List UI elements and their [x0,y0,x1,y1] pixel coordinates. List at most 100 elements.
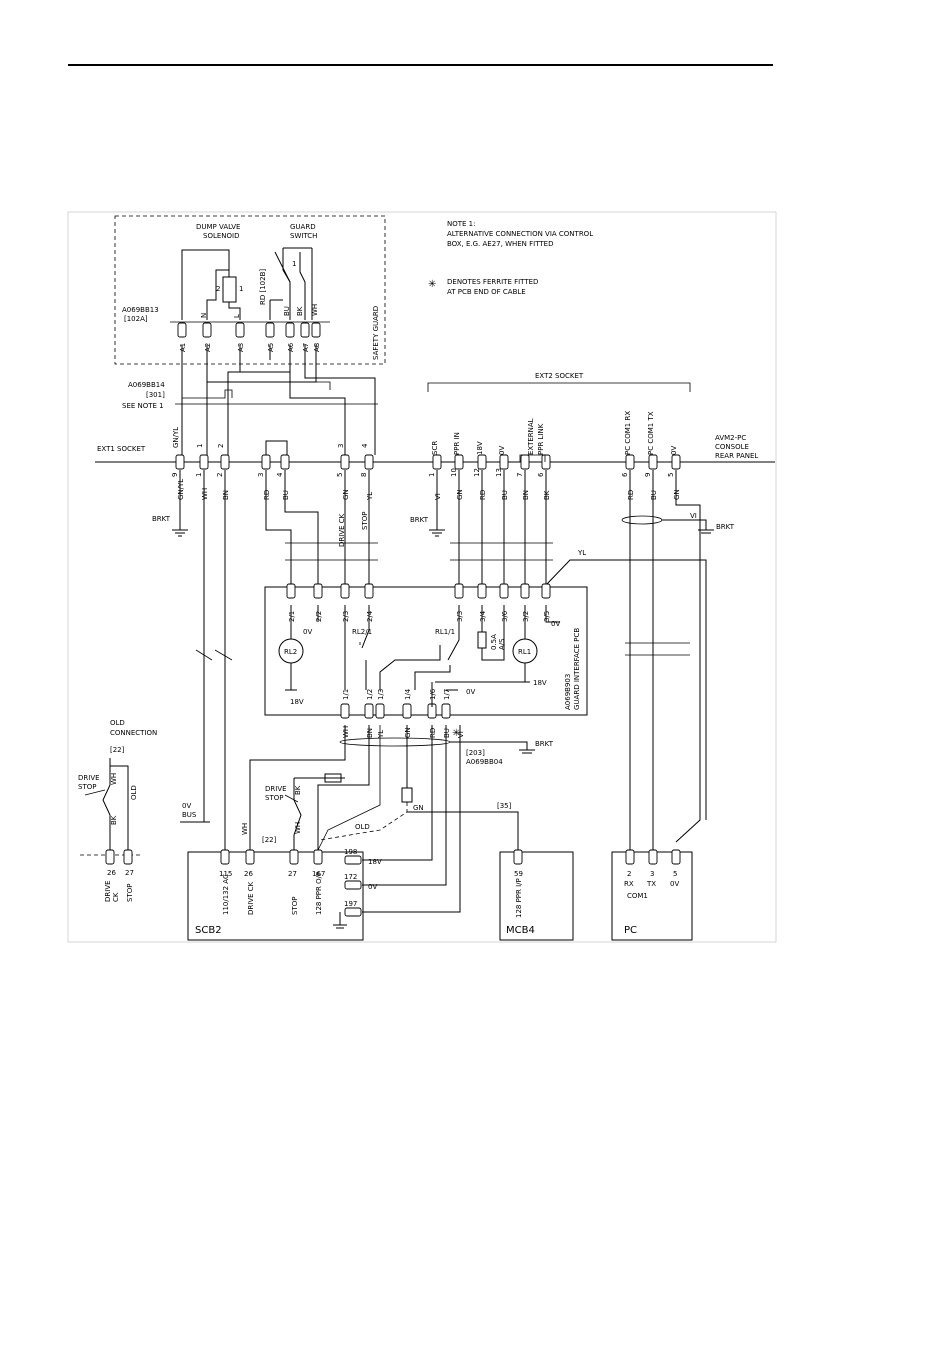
drive-ck-label: DRIVE CK [338,513,346,547]
guard-pin-label: A2 [204,343,212,352]
dump-valve-label: DUMP VALVE [196,223,240,231]
pcb-pin-label: 1/3 [377,689,385,700]
old-pin-27 [123,849,133,865]
pc-pin-label: 0V [670,880,679,888]
old-pin-drive: DRIVE [104,880,112,902]
guard-pin-a7 [300,322,310,338]
ext2-pin-number: 7 [516,473,524,477]
ext1-brkt-label: BRKT [152,515,171,523]
solenoid-pin-1: 1 [239,285,243,293]
old-pin-ck: CK [112,892,120,902]
guard-pin-a5 [265,322,275,338]
ext2-top-label: PC COM1 RX [624,411,632,455]
pcb-wire-label: WH [342,726,350,738]
ext1-pin-2 [220,454,230,470]
scb2-pin-167 [313,849,323,865]
ext2-wire-label: BK [543,490,551,500]
guard-pin-label: A5 [267,343,275,352]
guard-pin-a8 [311,322,321,338]
ext2-pin-number: 13 [495,468,503,477]
fuse [477,631,487,649]
pcb-name: A069B903 [564,674,572,710]
ext2-wire-label: GN [456,489,464,500]
ext2-pin-number: 1 [428,473,436,477]
ext1-pin-9 [175,454,185,470]
old-stop-label: STOP [78,783,96,791]
old-pin-number: 26 [107,869,116,877]
ext1-top-label: 1 [196,444,204,448]
mcb4-pin-59 [513,849,523,865]
scb2-pin-27 [289,849,299,865]
scb2-pin-label: STOP [291,897,299,915]
avm-label: AVM2-PC [715,434,746,442]
ext2-wire-label: VI [434,493,442,500]
cable-ref: [203] [466,749,485,757]
rl1-contact-label: RL1/1 [435,628,455,636]
guard-interface-pcb [264,586,588,716]
scb2-pin-number: 27 [288,870,297,878]
scb2-drive-label: DRIVE [265,785,287,793]
rl1-label: RL1 [518,648,531,656]
pcb-0v-bottom: 0V [466,688,475,696]
pcb-pin-label: 2/4 [366,610,374,622]
ext2-pin-number: 10 [450,468,458,477]
scb2-name: SCB2 [195,925,222,936]
guard-pin-label: A8 [313,343,321,352]
ext2-pin-number: 12 [473,468,481,477]
ferrite-cable [339,737,451,747]
mcb4-ref: [35] [497,802,512,810]
ext2-pin-1 [432,454,442,470]
ferrite-marker-icon: ✳ [452,728,460,739]
pcb-pin-label: 2/1 [288,611,296,622]
pc-pin-number: 2 [627,870,631,878]
pcb-pin-2-2 [313,583,323,599]
rd-ref-label: RD [102B] [259,269,267,305]
pcb-pin-3-6 [499,583,509,599]
pcb-wire-label: BU [443,728,451,738]
old-bk-label: BK [110,815,118,825]
scb2-side-pin-number: 198 [344,848,357,856]
ext2-top-label: PPR IN [453,432,461,455]
ext2-pin-9 [648,454,658,470]
ext1-part-ref: [301] [146,391,165,399]
old-wh-label: WH [110,773,118,785]
gn-wire-label: GN [413,804,424,812]
guard-pin-a2 [202,322,212,338]
pc-pin-5 [671,849,681,865]
ext1-wire-label: BU [282,490,290,500]
ext1-wire-label: YL [366,492,374,501]
pc-pin-label: TX [646,880,656,888]
pcb-wire-label: VI [457,731,465,738]
pcb-pin-label: 2/2 [315,611,323,622]
solenoid-coil [222,276,237,303]
old-connection-title: OLD [110,719,125,727]
ext2-pin-number: 6 [621,472,629,477]
svg-text:NOTE 1:: NOTE 1: [447,220,475,228]
svg-text:DENOTES FERRITE FITTED: DENOTES FERRITE FITTED [447,278,538,286]
ext2-pin-number: 9 [644,473,652,477]
ext2-brkt-label: BRKT [410,516,429,524]
ext2-top-label: 0V [670,446,678,455]
mcb4-pin-number: 59 [514,870,523,878]
guard-pin-label: A6 [287,342,295,352]
guard-switch-label-2: SWITCH [290,232,317,240]
pcb-brkt-label: BRKT [535,740,554,748]
ext1-pin-1 [199,454,209,470]
ext2-pin-10 [454,454,464,470]
old-ref: [22] [110,746,125,754]
pcb-pin-1-7 [441,703,451,719]
pc-com-label: COM1 [627,892,648,900]
rl1-18v: 18V [533,679,547,687]
page-header-rule [68,64,773,66]
ext1-pin-number: 2 [216,473,224,477]
pcb-pin-1-1 [340,703,350,719]
ext2-bracket [427,382,691,392]
wire-bk-label: BK [296,306,304,316]
rl2-label: RL2 [284,648,297,656]
ext1-pin-5 [340,454,350,470]
scb2-ref: [22] [262,836,277,844]
ext1-pin-number: 5 [336,473,344,477]
drive-stop-connector [324,773,342,783]
scb2-pin-115 [220,849,230,865]
